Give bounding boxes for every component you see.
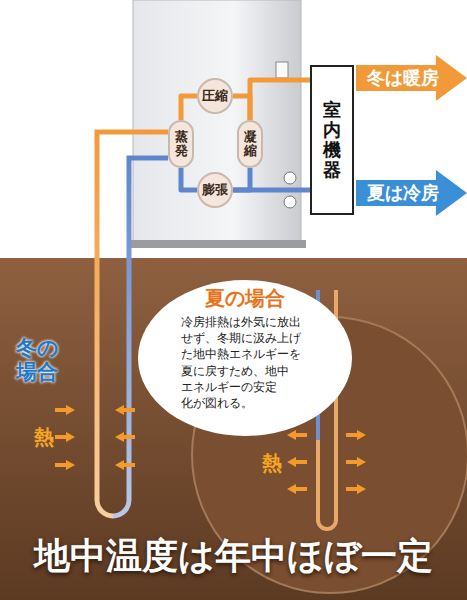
node-text: 膨張	[202, 181, 228, 199]
cooling-arrow: 夏は冷房	[356, 170, 467, 216]
winter-label: 冬の 場合	[16, 336, 64, 384]
heat-label: 熱	[34, 424, 54, 451]
node-text: 夏は冷房	[367, 181, 439, 205]
refrigerant-pipe	[233, 188, 310, 193]
heating-arrow: 冬は暖房	[356, 55, 467, 101]
bubble-body: 冷房排熱は外気に放出 せず、冬期に汲み上げ た地中熱エネルギーを 夏に戻すため、…	[181, 314, 309, 411]
bubble-heading: 夏の場合	[205, 286, 285, 310]
summer-bubble: 夏の場合冷房排熱は外気に放出 せず、冬期に汲み上げ た地中熱エネルギーを 夏に戻…	[138, 280, 352, 436]
refrigerant-pipe	[181, 96, 197, 120]
pressure-gauge	[284, 172, 296, 184]
evaporator: 蒸発	[168, 120, 194, 168]
machine-unit	[133, 0, 301, 246]
refrigerant-pipe	[233, 96, 250, 120]
unit-base	[128, 240, 306, 248]
ground	[0, 258, 467, 600]
node-text: 圧縮	[202, 87, 228, 105]
node-text: 凝縮	[244, 130, 257, 159]
pressure-gauge	[284, 196, 296, 208]
refrigerant-pipe	[181, 168, 197, 190]
node-text: 冬は暖房	[367, 66, 439, 90]
heat-label: 熱	[262, 450, 282, 477]
control-panel	[276, 62, 288, 78]
refrigerant-pipe	[250, 80, 310, 120]
expansion-valve: 膨張	[197, 172, 233, 208]
refrigerant-pipe	[233, 168, 250, 190]
compressor: 圧縮	[197, 78, 233, 114]
caption: 地中温度は年中ほぼ一定	[0, 532, 467, 581]
indoor-unit: 室内機器	[310, 65, 354, 215]
condenser: 凝縮	[237, 120, 263, 168]
node-text: 蒸発	[175, 130, 188, 159]
node-text: 室内機器	[323, 100, 341, 179]
